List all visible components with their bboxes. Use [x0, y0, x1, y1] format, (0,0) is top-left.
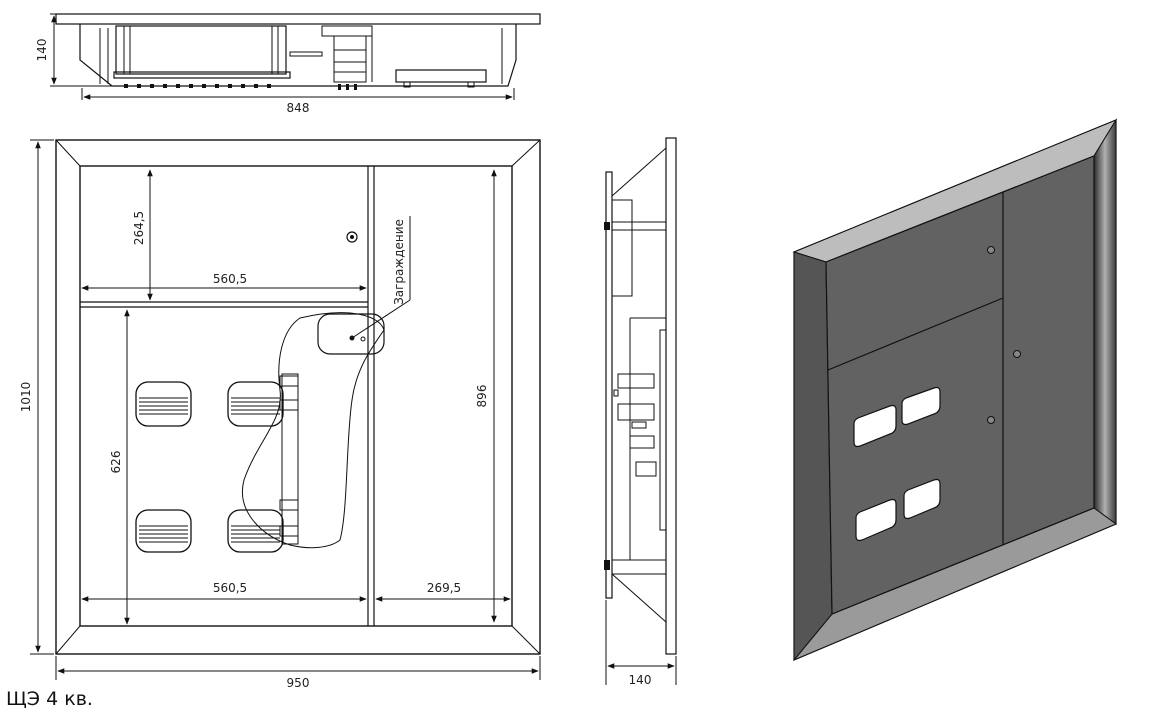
lock-icon: [1013, 350, 1021, 358]
top-view-width-label: 848: [287, 101, 310, 115]
iso-window-1: [853, 404, 897, 448]
top-compartment-height-label: 264,5: [132, 211, 146, 245]
lock-icon: [987, 246, 995, 254]
meter-window-4: [227, 509, 284, 553]
right-compartment-width-label: 269,5: [427, 581, 461, 595]
overall-width-label: 950: [287, 676, 310, 690]
lock-icon: [346, 231, 358, 243]
caption: ЩЭ 4 кв.: [6, 688, 93, 710]
lower-compartment-width-label: 560,5: [213, 581, 247, 595]
iso-window-4: [903, 478, 941, 520]
top-view-height-label: 140: [35, 39, 49, 62]
lock-icon: [987, 416, 995, 424]
meter-window-3: [135, 509, 192, 553]
isometric-view: [792, 118, 1118, 662]
top-compartment-width-label: 560,5: [213, 272, 247, 286]
meter-window-1: [135, 381, 192, 427]
side-view-depth-label: 140: [629, 673, 652, 687]
iso-window-2: [901, 386, 941, 426]
barrier-label: Заграждение: [392, 219, 406, 305]
side-view: 140: [604, 137, 677, 687]
lower-compartment-height-label: 626: [109, 451, 123, 474]
meter-window-2: [227, 381, 284, 427]
overall-height-label: 1010: [19, 382, 33, 413]
front-view: Заграждение 1010 950 264,5 560,5 626 560…: [19, 139, 541, 690]
right-compartment-height-label: 896: [475, 385, 489, 408]
top-view: 140 848: [35, 13, 541, 115]
iso-window-3: [855, 498, 897, 542]
